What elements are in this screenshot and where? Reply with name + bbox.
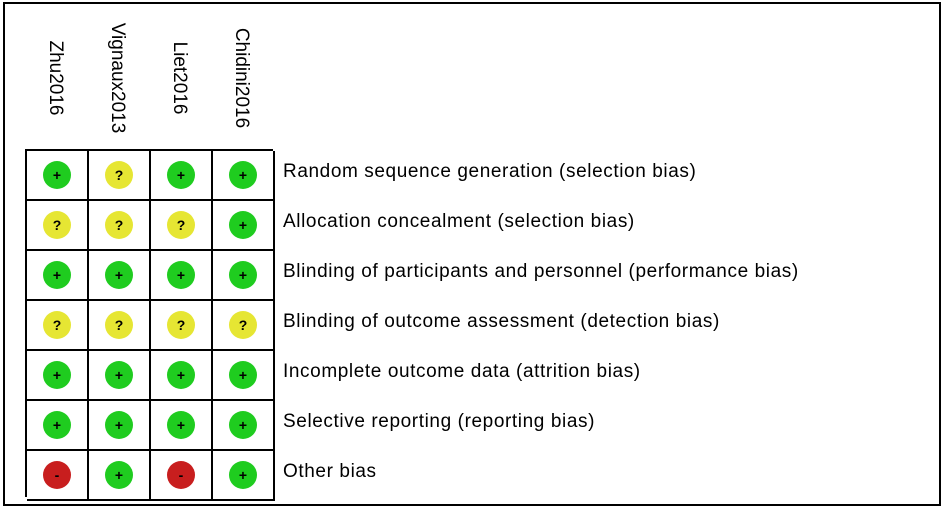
judgement-cell: - bbox=[151, 451, 213, 501]
risk-of-bias-figure: Zhu2016 Vignaux2013 Liet2016 Chidini2016 +?… bbox=[3, 2, 941, 506]
judgement-cell: + bbox=[213, 351, 275, 401]
high-risk-icon: - bbox=[167, 461, 195, 489]
judgement-cell: + bbox=[151, 251, 213, 301]
low-risk-icon: + bbox=[229, 461, 257, 489]
judgement-cell: + bbox=[89, 451, 151, 501]
study-name: Liet2016 bbox=[169, 41, 190, 115]
judgement-cell: + bbox=[213, 401, 275, 451]
judgement-cell: ? bbox=[89, 201, 151, 251]
low-risk-icon: + bbox=[105, 411, 133, 439]
judgement-cell: + bbox=[27, 151, 89, 201]
judgement-cell: + bbox=[27, 251, 89, 301]
domain-label: Allocation concealment (selection bias) bbox=[283, 211, 635, 232]
unclear-risk-icon: ? bbox=[43, 211, 71, 239]
low-risk-icon: + bbox=[229, 161, 257, 189]
judgement-cell: ? bbox=[89, 151, 151, 201]
low-risk-icon: + bbox=[167, 261, 195, 289]
low-risk-icon: + bbox=[105, 361, 133, 389]
unclear-risk-icon: ? bbox=[43, 311, 71, 339]
domain-label: Incomplete outcome data (attrition bias) bbox=[283, 361, 641, 382]
judgement-grid: +? + +??? + + + + +???? + + + + + + + + - + - + bbox=[25, 149, 275, 501]
unclear-risk-icon: ? bbox=[105, 311, 133, 339]
judgement-cell: + bbox=[89, 351, 151, 401]
unclear-risk-icon: ? bbox=[105, 211, 133, 239]
low-risk-icon: + bbox=[43, 411, 71, 439]
low-risk-icon: + bbox=[43, 361, 71, 389]
judgement-cell: ? bbox=[27, 201, 89, 251]
low-risk-icon: + bbox=[43, 261, 71, 289]
domain-label: Blinding of outcome assessment (detectio… bbox=[283, 311, 720, 332]
study-name: Zhu2016 bbox=[45, 40, 66, 116]
low-risk-icon: + bbox=[105, 461, 133, 489]
low-risk-icon: + bbox=[229, 361, 257, 389]
judgement-cell: ? bbox=[27, 301, 89, 351]
judgement-cell: + bbox=[213, 151, 275, 201]
study-name: Vignaux2013 bbox=[107, 22, 128, 134]
judgement-cell: ? bbox=[151, 201, 213, 251]
judgement-cell: ? bbox=[89, 301, 151, 351]
study-name: Chidini2016 bbox=[231, 27, 252, 129]
low-risk-icon: + bbox=[167, 411, 195, 439]
judgement-cell: + bbox=[89, 401, 151, 451]
low-risk-icon: + bbox=[105, 261, 133, 289]
low-risk-icon: + bbox=[229, 261, 257, 289]
judgement-cell: + bbox=[27, 351, 89, 401]
unclear-risk-icon: ? bbox=[167, 311, 195, 339]
judgement-cell: + bbox=[213, 201, 275, 251]
study-label: Liet2016 bbox=[149, 14, 209, 142]
unclear-risk-icon: ? bbox=[229, 311, 257, 339]
judgement-cell: + bbox=[213, 251, 275, 301]
unclear-risk-icon: ? bbox=[105, 161, 133, 189]
high-risk-icon: - bbox=[43, 461, 71, 489]
low-risk-icon: + bbox=[167, 361, 195, 389]
judgement-cell: ? bbox=[151, 301, 213, 351]
judgement-cell: + bbox=[151, 151, 213, 201]
low-risk-icon: + bbox=[229, 211, 257, 239]
judgement-cell: + bbox=[27, 401, 89, 451]
judgement-cell: - bbox=[27, 451, 89, 501]
low-risk-icon: + bbox=[229, 411, 257, 439]
domain-label: Other bias bbox=[283, 461, 377, 482]
low-risk-icon: + bbox=[167, 161, 195, 189]
judgement-cell: ? bbox=[213, 301, 275, 351]
domain-label: Random sequence generation (selection bi… bbox=[283, 161, 697, 182]
study-label: Vignaux2013 bbox=[87, 14, 147, 142]
low-risk-icon: + bbox=[43, 161, 71, 189]
judgement-cell: + bbox=[89, 251, 151, 301]
judgement-cell: + bbox=[151, 351, 213, 401]
domain-label: Selective reporting (reporting bias) bbox=[283, 411, 596, 432]
domain-label: Blinding of participants and personnel (… bbox=[283, 261, 799, 282]
judgement-cell: + bbox=[213, 451, 275, 501]
study-label: Chidini2016 bbox=[211, 14, 271, 142]
study-label: Zhu2016 bbox=[25, 14, 85, 142]
judgement-cell: + bbox=[151, 401, 213, 451]
unclear-risk-icon: ? bbox=[167, 211, 195, 239]
